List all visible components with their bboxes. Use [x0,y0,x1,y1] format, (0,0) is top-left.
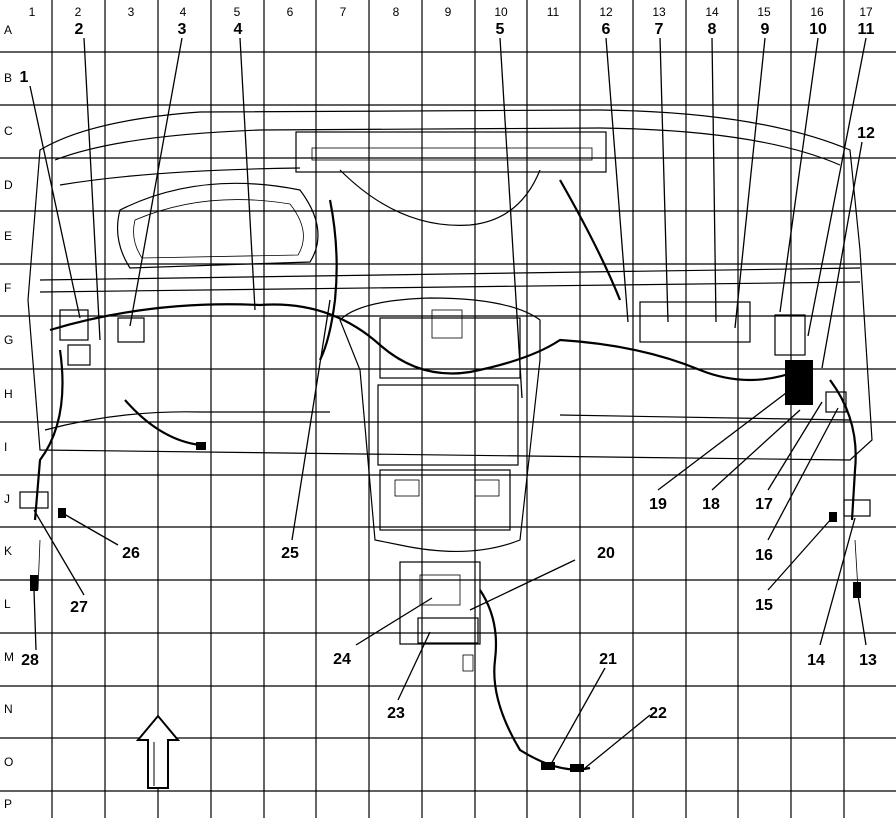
row-label-h: H [4,387,13,401]
row-label-b: B [4,71,12,85]
row-labels: A B C D E F G H I J K L M N O P [4,23,14,811]
column-label-5: 5 [234,5,241,19]
callout-21: 21 [599,651,617,668]
row-label-l: L [4,597,11,611]
callout-23: 23 [387,705,405,722]
column-label-2: 2 [75,5,82,19]
callout-25: 25 [281,545,299,562]
leader-lines [29,37,867,769]
callouts: 1 2 3 4 5 6 7 8 9 10 11 12 13 14 15 16 1… [20,21,877,722]
row-label-m: M [4,650,14,664]
column-label-15: 15 [757,5,771,19]
column-label-6: 6 [287,5,294,19]
callout-2: 2 [75,21,84,38]
column-label-13: 13 [652,5,666,19]
row-label-k: K [4,544,12,558]
up-arrow-icon [135,714,181,789]
callout-19: 19 [649,496,667,513]
callout-15: 15 [755,597,773,614]
column-label-16: 16 [810,5,824,19]
row-label-a: A [4,23,12,37]
row-label-o: O [4,755,13,769]
callout-5: 5 [496,21,505,38]
callout-7: 7 [655,21,664,38]
callout-26: 26 [122,545,140,562]
column-label-4: 4 [180,5,187,19]
callout-9: 9 [761,21,770,38]
row-label-p: P [4,797,12,811]
column-label-11: 11 [547,5,560,19]
column-labels: 1 2 3 4 5 6 7 8 9 10 11 12 13 14 15 16 1… [29,5,873,19]
row-label-n: N [4,702,13,716]
column-label-1: 1 [29,5,36,19]
callout-22: 22 [649,705,667,722]
callout-18: 18 [702,496,720,513]
callout-24: 24 [333,651,351,668]
row-label-j: J [4,492,10,506]
row-label-g: G [4,333,13,347]
column-label-9: 9 [445,5,452,19]
column-label-14: 14 [705,5,719,19]
column-label-10: 10 [494,5,508,19]
dash-panel-drawing [19,109,873,772]
row-label-i: I [4,440,7,454]
callout-16: 16 [755,547,773,564]
column-label-7: 7 [340,5,347,19]
row-label-d: D [4,178,13,192]
callout-6: 6 [602,21,611,38]
callout-28: 28 [21,652,39,669]
callout-14: 14 [807,652,825,669]
callout-1: 1 [20,69,29,86]
callout-4: 4 [234,21,243,38]
column-label-12: 12 [599,5,613,19]
callout-17: 17 [755,496,773,513]
callout-27: 27 [70,599,88,616]
row-label-f: F [4,281,11,295]
callout-20: 20 [597,545,615,562]
callout-8: 8 [708,21,717,38]
callout-13: 13 [859,652,877,669]
column-label-8: 8 [393,5,400,19]
column-label-3: 3 [128,5,135,19]
column-label-17: 17 [859,5,873,19]
callout-12: 12 [857,125,875,142]
row-label-e: E [4,229,12,243]
callout-3: 3 [178,21,187,38]
callout-10: 10 [809,21,827,38]
row-label-c: C [4,124,13,138]
callout-11: 11 [858,21,875,38]
